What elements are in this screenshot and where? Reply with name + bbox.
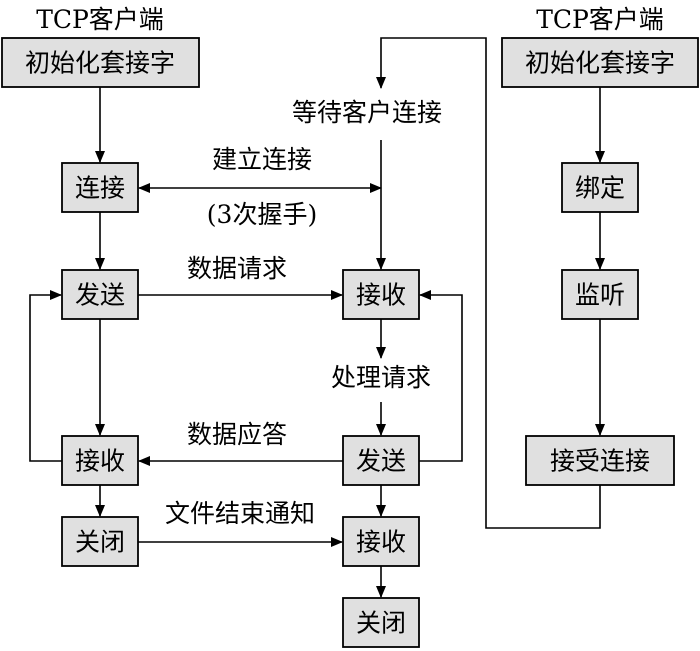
server-receive-request-label: 接收 xyxy=(356,281,406,310)
server-bind-node: 绑定 xyxy=(561,162,639,213)
establish-connection-label: 建立连接 xyxy=(212,145,312,174)
server-receive-request-node: 接收 xyxy=(342,269,420,320)
handshake-label: (3次握手) xyxy=(207,200,317,229)
process-request-label: 处理请求 xyxy=(331,363,431,392)
client-send-node: 发送 xyxy=(61,269,139,320)
client-send-label: 发送 xyxy=(75,281,125,310)
client-close-label: 关闭 xyxy=(75,528,125,557)
client-close-node: 关闭 xyxy=(61,516,139,567)
server-listen-node: 监听 xyxy=(561,269,639,320)
server-receive-end-node: 接收 xyxy=(342,516,420,567)
server-bind-label: 绑定 xyxy=(575,174,625,203)
data-response-label: 数据应答 xyxy=(187,420,287,449)
client-init-label: 初始化套接字 xyxy=(25,49,175,78)
server-close-label: 关闭 xyxy=(356,609,406,638)
client-receive-node: 接收 xyxy=(61,435,139,486)
client-receive-label: 接收 xyxy=(75,447,125,476)
connectors xyxy=(29,37,605,598)
eof-notice-label: 文件结束通知 xyxy=(165,499,315,528)
server-init-node: 初始化套接字 xyxy=(501,37,699,88)
arrow-server-loop xyxy=(419,290,463,462)
wait-connection-label: 等待客户连接 xyxy=(292,98,442,127)
server-accept-node: 接受连接 xyxy=(525,435,675,486)
server-send-response-node: 发送 xyxy=(342,435,420,486)
client-init-node: 初始化套接字 xyxy=(1,37,200,88)
server-accept-label: 接受连接 xyxy=(550,447,650,476)
server-init-label: 初始化套接字 xyxy=(525,49,675,78)
arrow-accept-to-wait xyxy=(376,37,601,529)
right-title: TCP客户端 xyxy=(536,5,664,34)
data-request-label: 数据请求 xyxy=(187,254,287,283)
arrow-client-loop xyxy=(29,290,62,462)
server-receive-end-label: 接收 xyxy=(356,528,406,557)
client-connect-label: 连接 xyxy=(75,174,125,203)
server-listen-label: 监听 xyxy=(575,281,625,310)
server-close-node: 关闭 xyxy=(342,597,420,648)
left-title: TCP客户端 xyxy=(36,5,164,34)
client-connect-node: 连接 xyxy=(61,162,139,213)
server-send-response-label: 发送 xyxy=(356,447,406,476)
